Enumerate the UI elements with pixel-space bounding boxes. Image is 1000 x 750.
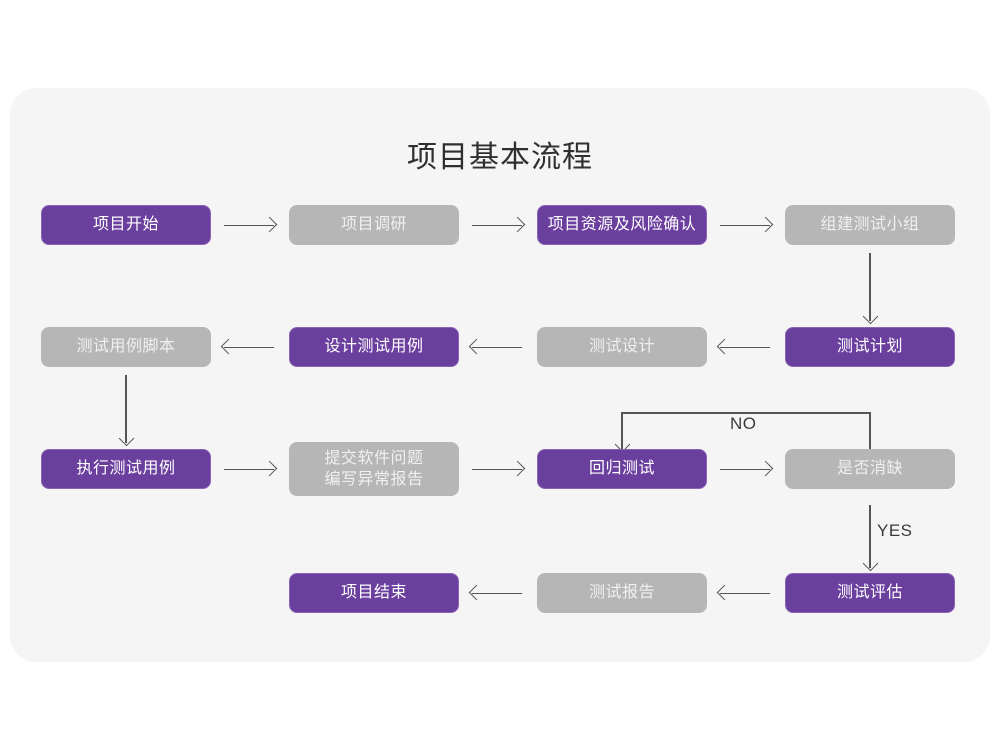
arrow-script-to-execute	[117, 375, 135, 447]
arrow-shaft	[472, 468, 522, 471]
node-label: 测试用例脚本	[76, 338, 176, 356]
no-loop-right-riser	[869, 412, 871, 449]
node-label: 项目开始	[92, 216, 159, 234]
page-title: 项目基本流程	[407, 141, 593, 174]
arrow-head	[716, 584, 733, 601]
node-test-evaluation: 测试评估	[785, 573, 955, 613]
arrow-shaft	[869, 253, 871, 321]
node-label: 项目资源及风险确认	[547, 216, 697, 234]
arrow-shaft	[125, 375, 127, 443]
node-label-line2: 编写异常报告	[324, 471, 424, 488]
node-label: 组建测试小组	[820, 216, 920, 234]
node-design-test-case: 设计测试用例	[289, 327, 459, 367]
branch-label-no: NO	[730, 414, 757, 433]
arrow-shaft	[472, 592, 522, 595]
arrow-team-to-plan	[861, 253, 879, 325]
arrow-shaft	[720, 592, 770, 595]
node-label: 项目结束	[340, 584, 407, 602]
arrow-head	[468, 584, 485, 601]
arrow-shaft	[720, 346, 770, 349]
node-label: 测试报告	[588, 584, 655, 602]
no-loop-top-bar	[621, 412, 871, 414]
arrow-resource-to-team	[720, 216, 774, 234]
node-label: 回归测试	[588, 460, 655, 478]
no-loop-arrow-into-regression	[613, 412, 631, 453]
node-project-research: 项目调研	[289, 205, 459, 245]
arrow-research-to-resource	[472, 216, 526, 234]
arrow-execute-to-report-issue	[224, 460, 278, 478]
arrow-design-case-to-script	[220, 338, 274, 356]
arrow-shaft	[224, 224, 274, 227]
arrow-report-to-regression	[472, 460, 526, 478]
arrow-shaft	[720, 224, 770, 227]
arrow-test-report-to-end	[468, 584, 522, 602]
arrow-shaft	[621, 412, 623, 449]
node-label: 测试计划	[836, 338, 903, 356]
arrow-plan-to-test-design	[716, 338, 770, 356]
node-build-test-team: 组建测试小组	[785, 205, 955, 245]
flowchart-panel	[10, 88, 990, 662]
node-label: 测试评估	[836, 584, 903, 602]
arrow-start-to-research	[224, 216, 278, 234]
node-regression-test: 回归测试	[537, 449, 707, 489]
node-test-design: 测试设计	[537, 327, 707, 367]
arrow-shaft	[224, 346, 274, 349]
node-label-line1: 提交软件问题	[324, 449, 424, 467]
node-label: 是否消缺	[836, 460, 903, 478]
node-test-report: 测试报告	[537, 573, 707, 613]
arrow-regression-to-defect-check	[720, 460, 774, 478]
arrow-shaft	[869, 505, 871, 568]
node-project-end: 项目结束	[289, 573, 459, 613]
arrow-shaft	[472, 224, 522, 227]
arrow-test-design-to-design-case	[468, 338, 522, 356]
arrow-shaft	[224, 468, 274, 471]
node-label: 项目调研	[340, 216, 407, 234]
arrow-head	[716, 338, 733, 355]
node-execute-test-case: 执行测试用例	[41, 449, 211, 489]
node-label: 设计测试用例	[324, 338, 424, 356]
arrow-yes-to-evaluation	[861, 505, 879, 572]
node-test-plan: 测试计划	[785, 327, 955, 367]
node-label: 测试设计	[588, 338, 655, 356]
node-project-start: 项目开始	[41, 205, 211, 245]
node-resource-risk-confirm: 项目资源及风险确认	[537, 205, 707, 245]
arrow-shaft	[720, 468, 770, 471]
node-submit-issue-write-report: 提交软件问题 编写异常报告	[289, 442, 459, 496]
arrow-evaluation-to-test-report	[716, 584, 770, 602]
arrow-head	[468, 338, 485, 355]
node-label: 执行测试用例	[76, 460, 176, 478]
node-test-case-script: 测试用例脚本	[41, 327, 211, 367]
branch-label-yes: YES	[877, 521, 913, 540]
node-defect-cleared-check: 是否消缺	[785, 449, 955, 489]
arrow-head	[220, 338, 237, 355]
arrow-shaft	[472, 346, 522, 349]
